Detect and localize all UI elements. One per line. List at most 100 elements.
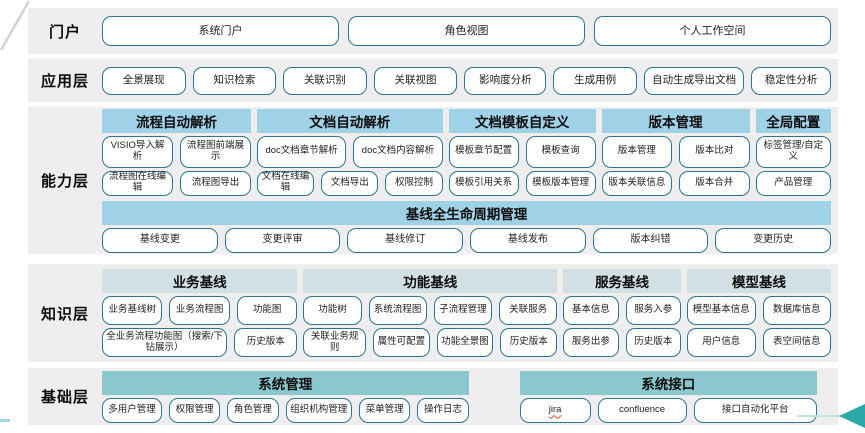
- group-header: 业务基线: [102, 269, 298, 293]
- module-button[interactable]: 关联业务规则: [303, 328, 366, 357]
- module-row: 全业务流程功能图（搜索/下钻展示）历史版本: [102, 328, 298, 357]
- module-button[interactable]: 标签管理/自定义: [755, 135, 831, 168]
- module-button[interactable]: 历史版本: [625, 328, 681, 357]
- module-button[interactable]: 组织机构管理: [285, 397, 352, 423]
- module-button[interactable]: 业务基线树: [102, 296, 163, 325]
- module-button[interactable]: 数据库信息: [762, 296, 832, 325]
- group-header: 功能基线: [303, 269, 558, 293]
- module-button[interactable]: 版本合并: [679, 170, 750, 196]
- module-button[interactable]: 子流程管理: [433, 296, 492, 325]
- module-button[interactable]: 多用户管理: [102, 397, 162, 423]
- module-button[interactable]: 权限控制: [385, 170, 443, 196]
- module-button[interactable]: 功能树: [303, 296, 362, 325]
- module-button[interactable]: 业务流程图: [169, 296, 230, 325]
- module-button[interactable]: 个人工作空间: [594, 16, 831, 46]
- module-button[interactable]: 功能全景图: [436, 328, 494, 357]
- module-button[interactable]: 生成用例: [553, 66, 637, 95]
- group-header: 流程自动解析: [102, 108, 251, 133]
- module-button[interactable]: 服务入参: [625, 296, 681, 325]
- module-button[interactable]: 系统门户: [102, 16, 339, 46]
- module-button[interactable]: 模板版本管理: [525, 170, 596, 196]
- layer-band-application: 应用层全景展现知识检索关联识别关联视图影响度分析生成用例自动生成导出文档稳定性分…: [28, 59, 838, 102]
- knowledge-groups-row: 业务基线业务基线树业务流程图功能图全业务流程功能图（搜索/下钻展示）历史版本功能…: [102, 269, 832, 357]
- module-button[interactable]: doc文档章节解析: [256, 135, 347, 168]
- module-button[interactable]: VISIO导入解析: [102, 135, 173, 168]
- module-button[interactable]: 关联服务: [498, 296, 558, 325]
- module-button[interactable]: 模板章节配置: [448, 135, 519, 168]
- module-button[interactable]: jira: [519, 397, 591, 423]
- corner-decoration-line: [0, 0, 31, 51]
- group-header: 系统管理: [102, 370, 469, 395]
- module-button[interactable]: 操作日志: [417, 397, 469, 423]
- module-button[interactable]: 关联识别: [283, 66, 367, 95]
- module-button[interactable]: 流程图前端展示: [179, 135, 251, 168]
- module-button[interactable]: 全景展现: [102, 66, 186, 95]
- module-button[interactable]: 历史版本: [500, 328, 558, 357]
- module-button[interactable]: 变更历史: [715, 227, 832, 253]
- group-header: 文档模板自定义: [448, 108, 596, 133]
- module-button[interactable]: 基线发布: [470, 227, 586, 253]
- group-header: 全局配置: [755, 108, 831, 133]
- application-buttons-row: 全景展现知识检索关联识别关联视图影响度分析生成用例自动生成导出文档稳定性分析: [102, 66, 831, 95]
- module-button[interactable]: 基线变更: [102, 227, 218, 253]
- bottom-left-accent-line: [0, 419, 10, 422]
- module-button[interactable]: 模型基本信息: [686, 296, 756, 325]
- module-button[interactable]: 流程图在线编辑: [102, 170, 173, 196]
- module-button[interactable]: 稳定性分析: [751, 66, 831, 95]
- layer-band-knowledge: 知识层业务基线业务基线树业务流程图功能图全业务流程功能图（搜索/下钻展示）历史版…: [28, 264, 838, 362]
- module-button[interactable]: 知识检索: [192, 66, 277, 95]
- module-button[interactable]: 影响度分析: [464, 66, 547, 95]
- module-button[interactable]: 功能图: [236, 296, 298, 325]
- module-button[interactable]: 流程图导出: [179, 170, 251, 196]
- module-button[interactable]: 系统流程图: [368, 296, 427, 325]
- module-button[interactable]: 版本管理: [601, 135, 673, 168]
- module-button[interactable]: 版本纠错: [592, 227, 709, 253]
- module-button[interactable]: 产品管理: [755, 170, 831, 196]
- module-button[interactable]: 属性可配置: [372, 328, 430, 357]
- module-button[interactable]: 服务出参: [563, 328, 619, 357]
- module-button[interactable]: doc文档内容解析: [353, 135, 443, 168]
- module-button[interactable]: 版本比对: [679, 135, 750, 168]
- module-group: 功能基线功能树系统流程图子流程管理关联服务关联业务规则属性可配置功能全景图历史版…: [303, 269, 558, 357]
- module-button[interactable]: 角色管理: [227, 397, 279, 423]
- module-group: 业务基线业务基线树业务流程图功能图全业务流程功能图（搜索/下钻展示）历史版本: [102, 269, 298, 357]
- group-header: 模型基线: [686, 269, 831, 293]
- module-button[interactable]: 关联视图: [373, 66, 458, 95]
- module-button[interactable]: 权限管理: [168, 397, 221, 423]
- module-button[interactable]: 模板引用关系: [448, 170, 519, 196]
- module-button[interactable]: 版本关联信息: [601, 170, 673, 196]
- module-button[interactable]: 接口自动化平台: [693, 397, 817, 423]
- group-header: 版本管理: [601, 108, 750, 133]
- module-button[interactable]: 历史版本: [234, 328, 298, 357]
- layer-label-capability: 能力层: [40, 173, 89, 190]
- module-button[interactable]: 全业务流程功能图（搜索/下钻展示）: [102, 328, 228, 357]
- module-group: 全局配置标签管理/自定义产品管理: [755, 108, 831, 196]
- module-button[interactable]: 文档导出: [321, 170, 379, 196]
- module-row: 关联业务规则属性可配置功能全景图历史版本: [303, 328, 558, 357]
- module-button[interactable]: 基线修订: [347, 227, 464, 253]
- module-button[interactable]: 变更评审: [224, 227, 341, 253]
- module-group: 版本管理版本管理版本比对版本关联信息版本合并: [601, 108, 750, 196]
- module-button[interactable]: 角色视图: [348, 16, 585, 46]
- module-button[interactable]: 自动生成导出文档: [643, 66, 745, 95]
- module-button[interactable]: 文档在线编辑: [256, 170, 315, 196]
- baseline-buttons-row: 基线变更变更评审基线修订基线发布版本纠错变更历史: [102, 227, 832, 253]
- module-button[interactable]: 用户信息: [686, 328, 756, 357]
- module-button[interactable]: confluence: [597, 397, 687, 423]
- module-button[interactable]: 模板查询: [525, 135, 596, 168]
- module-row: 流程图在线编辑流程图导出: [102, 170, 251, 196]
- module-row: 产品管理: [755, 170, 831, 196]
- module-group: 模型基线模型基本信息数据库信息用户信息表空间信息: [686, 269, 832, 357]
- module-button[interactable]: 菜单管理: [359, 397, 411, 423]
- module-button[interactable]: 表空间信息: [762, 328, 832, 357]
- module-button[interactable]: 基本信息: [563, 296, 619, 325]
